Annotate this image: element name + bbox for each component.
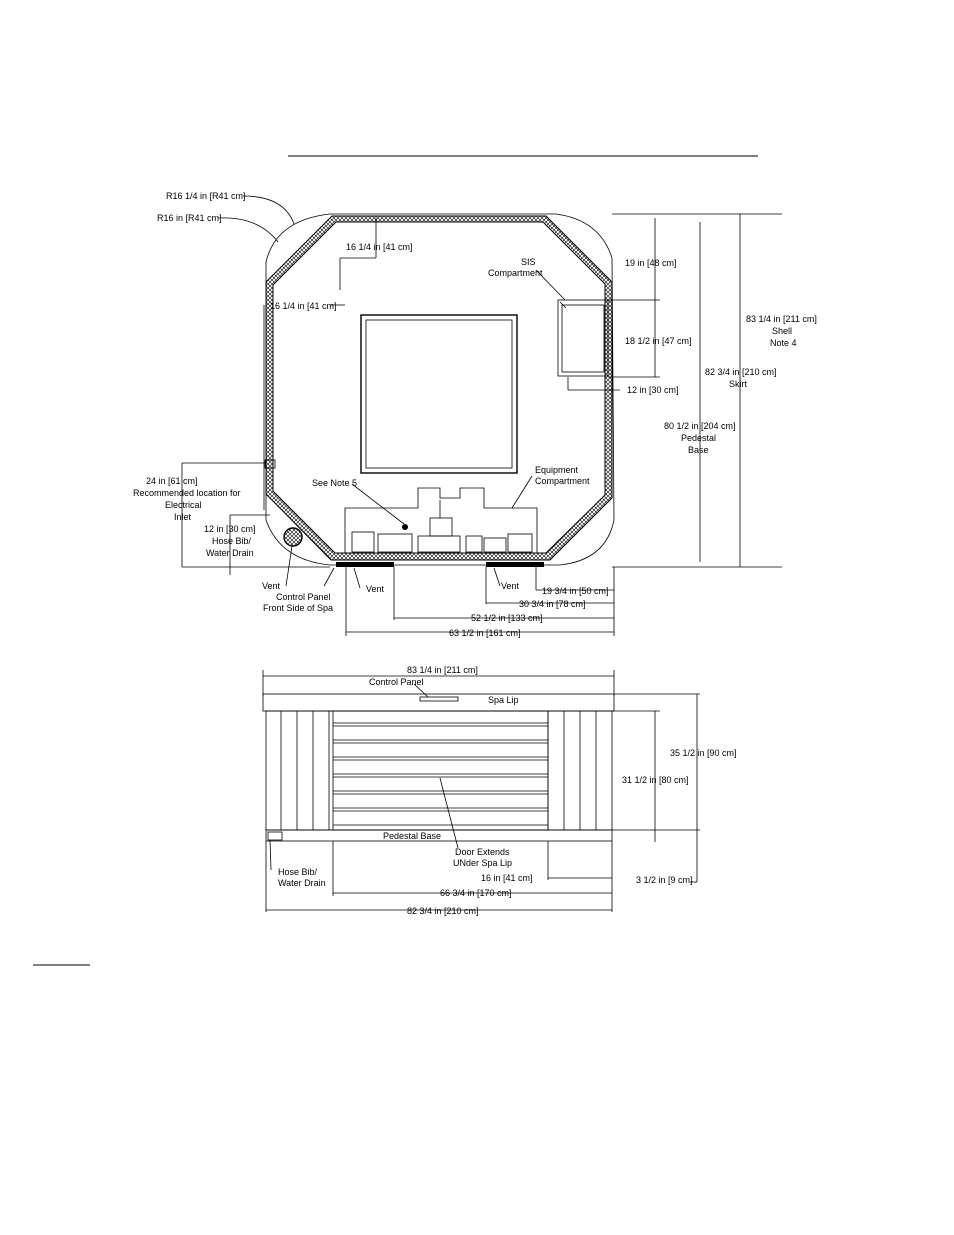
front-hose-label-2: Water Drain bbox=[278, 878, 326, 888]
sis-compartment-outer bbox=[557, 299, 609, 377]
control-label-1: Control Panel bbox=[276, 592, 331, 602]
equipment-label-1: Equipment bbox=[535, 465, 579, 475]
pedestal-label-1: Pedestal bbox=[681, 433, 716, 443]
equipment-label-2: Compartment bbox=[535, 476, 590, 486]
dim-52-12-label: 52 1/2 in [133 cm] bbox=[471, 613, 543, 623]
access-door bbox=[332, 710, 549, 831]
dim-18-label: 18 1/2 in [47 cm] bbox=[625, 336, 692, 346]
pedestal-dim-label: 80 1/2 in [204 cm] bbox=[664, 421, 736, 431]
height-total-label: 35 1/2 in [90 cm] bbox=[670, 748, 737, 758]
shell-label: Shell bbox=[772, 326, 792, 336]
dim-63-12-label: 63 1/2 in [161 cm] bbox=[449, 628, 521, 638]
front-vent-left bbox=[336, 562, 394, 567]
top-corner-dim-label: 16 1/4 in [41 cm] bbox=[346, 242, 413, 252]
front-width-label: 83 1/4 in [211 cm] bbox=[407, 665, 478, 675]
radius-outer-label: R16 1/4 in [R41 cm] bbox=[166, 191, 246, 201]
front-hose-label-1: Hose Bib/ bbox=[278, 867, 318, 877]
hose-bib-icon bbox=[283, 527, 303, 547]
top-view: R16 1/4 in [R41 cm] R16 in [R41 cm] 16 1… bbox=[133, 191, 817, 638]
skirt-label: Skirt bbox=[729, 379, 747, 389]
door-label-2: UNder Spa Lip bbox=[453, 858, 512, 868]
door-label-1: Door Extends bbox=[455, 847, 510, 857]
pedestal-base bbox=[265, 829, 613, 842]
hose-bib-front bbox=[267, 831, 283, 841]
spa-lip-label: Spa Lip bbox=[488, 695, 519, 705]
electrical-label-2: Electrical bbox=[165, 500, 202, 510]
control-panel-box bbox=[419, 696, 459, 702]
dim-30-34-label: 30 3/4 in [78 cm] bbox=[519, 599, 586, 609]
dim-16-label: 16 in [41 cm] bbox=[481, 873, 533, 883]
electrical-inlet-icon bbox=[264, 459, 276, 469]
footwell-outer bbox=[360, 314, 518, 474]
front-vent-right bbox=[486, 562, 544, 567]
electrical-dim-label: 24 in [61 cm] bbox=[146, 476, 198, 486]
sis-compartment-inner bbox=[561, 304, 605, 373]
front-control-panel-label: Control Panel bbox=[369, 677, 424, 687]
footwell-inner bbox=[365, 319, 513, 469]
pedestal-base-label: Pedestal Base bbox=[383, 831, 441, 841]
see-note-label: See Note 5 bbox=[312, 478, 357, 488]
shell-outer bbox=[265, 213, 615, 566]
shell-band bbox=[265, 215, 613, 561]
skirt-body bbox=[265, 710, 613, 831]
vent-label-mid: Vent bbox=[366, 584, 385, 594]
note-5-marker bbox=[402, 524, 408, 530]
front-view: 83 1/4 in [211 cm] Control Panel Spa Lip… bbox=[262, 665, 737, 916]
hose-label-2: Water Drain bbox=[206, 548, 254, 558]
sis-sub-label: Compartment bbox=[488, 268, 543, 278]
vent-label-left: Vent bbox=[262, 581, 281, 591]
electrical-label-1: Recommended location for bbox=[133, 488, 241, 498]
skirt-dim-label: 82 3/4 in [210 cm] bbox=[705, 367, 777, 377]
dim-3-12-label: 3 1/2 in [9 cm] bbox=[636, 875, 693, 885]
electrical-label-3: Inlet bbox=[174, 512, 192, 522]
dim-19-34-label: 19 3/4 in [50 cm] bbox=[542, 586, 609, 596]
side-corner-dim-label: 16 1/4 in [41 cm] bbox=[270, 301, 337, 311]
equipment-compartment bbox=[344, 487, 538, 554]
vent-label-right: Vent bbox=[501, 581, 520, 591]
sis-title-label: SIS bbox=[521, 257, 536, 267]
dim-66-34-label: 66 3/4 in [170 cm] bbox=[440, 888, 512, 898]
shell-dim-label: 83 1/4 in [211 cm] bbox=[746, 314, 817, 324]
radius-inner-label: R16 in [R41 cm] bbox=[157, 213, 222, 223]
dim-82-34-label: 82 3/4 in [210 cm] bbox=[407, 906, 479, 916]
shell-note-label: Note 4 bbox=[770, 338, 797, 348]
height-body-label: 31 1/2 in [80 cm] bbox=[622, 775, 689, 785]
spa-lip bbox=[262, 693, 615, 712]
hose-dim-label: 12 in [30 cm] bbox=[204, 524, 256, 534]
shell-outline bbox=[332, 214, 782, 567]
hose-label-1: Hose Bib/ bbox=[212, 536, 252, 546]
dim-12-sis-label: 12 in [30 cm] bbox=[627, 385, 679, 395]
control-label-2: Front Side of Spa bbox=[263, 603, 333, 613]
pedestal-label-2: Base bbox=[688, 445, 709, 455]
dim-19-label: 19 in [48 cm] bbox=[625, 258, 677, 268]
